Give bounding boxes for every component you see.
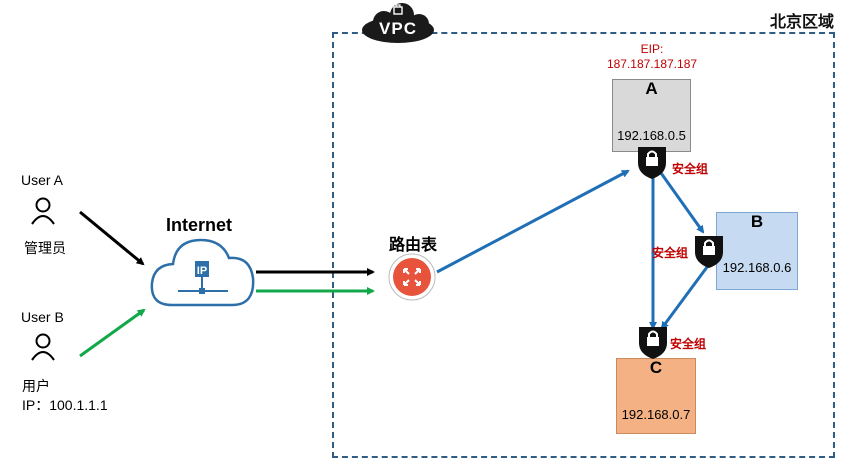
eip-block: EIP: 187.187.187.187 bbox=[596, 42, 708, 72]
user-a-role: 管理员 bbox=[24, 240, 66, 256]
user-b-name: User B bbox=[21, 309, 64, 325]
vpc-region-boundary bbox=[332, 32, 835, 458]
server-b-ip: 192.168.0.6 bbox=[722, 260, 792, 275]
user-a-arrow bbox=[79, 210, 145, 266]
user-a-name: User A bbox=[21, 172, 64, 188]
cloud-ip-badge: IP bbox=[197, 265, 207, 277]
server-c-letter: C bbox=[649, 358, 663, 377]
eip-label: EIP: bbox=[640, 42, 664, 56]
user-b-icon bbox=[31, 333, 55, 361]
server-a-letter: A bbox=[645, 79, 658, 98]
server-c-ip: 192.168.0.7 bbox=[621, 407, 691, 422]
user-b-ip: IP：100.1.1.1 bbox=[22, 397, 108, 413]
user-b-role: 用户 bbox=[22, 378, 50, 394]
server-b-letter: B bbox=[750, 212, 764, 231]
security-group-a-label: 安全组 bbox=[672, 162, 709, 176]
region-label: 北京区域 bbox=[769, 14, 834, 31]
router-to-server-a-arrow bbox=[436, 169, 630, 274]
server-b: B 192.168.0.6 bbox=[716, 212, 798, 290]
vpc-label: VPC bbox=[379, 19, 417, 38]
user-a-icon bbox=[31, 197, 55, 225]
eip-address: 187.187.187.187 bbox=[606, 57, 698, 71]
server-a: A 192.168.0.5 bbox=[612, 79, 691, 152]
router-label: 路由表 bbox=[389, 237, 438, 254]
server-a-to-server-b-arrow bbox=[659, 172, 705, 234]
router-icon bbox=[388, 253, 436, 301]
server-a-ip: 192.168.0.5 bbox=[617, 128, 686, 143]
user-b-arrow bbox=[79, 308, 146, 358]
security-group-c-label: 安全组 bbox=[670, 337, 707, 351]
server-b-to-server-c-arrow bbox=[660, 262, 712, 330]
vpc-cloud-icon bbox=[362, 3, 434, 43]
security-group-b-label: 安全组 bbox=[652, 246, 689, 260]
server-c: C 192.168.0.7 bbox=[616, 358, 696, 434]
internet-cloud-icon: IP bbox=[150, 238, 255, 307]
internet-label: Internet bbox=[166, 215, 233, 235]
